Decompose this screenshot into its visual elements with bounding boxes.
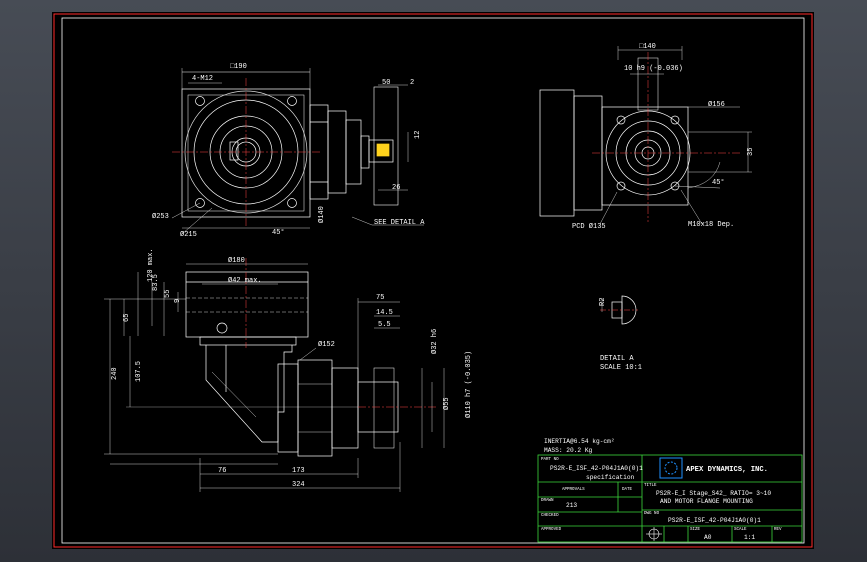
motor-side-view bbox=[539, 46, 752, 225]
dim-d55b: 5.5 bbox=[378, 321, 391, 329]
dim-d35: 35 bbox=[747, 148, 755, 156]
dim-pcd: PCD Ø135 bbox=[572, 222, 606, 231]
part-no: PS2R-E_ISF_42-P04J1A0(0)1 bbox=[550, 465, 643, 472]
rev-label: REV bbox=[774, 528, 782, 532]
dim-d156: Ø156 bbox=[708, 100, 725, 109]
size-label: SIZE bbox=[690, 528, 701, 532]
dim-d42: Ø42 max. bbox=[228, 276, 262, 285]
detail-a bbox=[600, 295, 638, 325]
dim-d26: 26 bbox=[392, 184, 400, 192]
dwg-no-label: DWG NO bbox=[644, 512, 660, 516]
dim-d65: 65 bbox=[123, 314, 131, 322]
dim-d240: 240 bbox=[111, 367, 119, 380]
dim-d2: 2 bbox=[410, 79, 414, 87]
dim-d9: 9 bbox=[174, 299, 182, 303]
dim-d215: Ø215 bbox=[180, 230, 197, 239]
dim-d83: 83.5 bbox=[152, 274, 160, 291]
scale-label: SCALE bbox=[734, 528, 747, 532]
dim-see-detail: SEE DETAIL A bbox=[374, 219, 425, 227]
dim-d55c: Ø55 bbox=[442, 397, 451, 410]
date-label: DATE bbox=[622, 488, 633, 492]
inertia-note: INERTIA@6.54 kg-cm² bbox=[544, 438, 615, 445]
dim-d110: Ø110 h7 (-0.035) bbox=[464, 351, 473, 418]
drawing-sheet: □190 4-M12 Ø253 Ø215 45° Ø140 SEE DETAIL… bbox=[52, 12, 814, 549]
dim-d324: 324 bbox=[292, 481, 305, 489]
inner-border bbox=[61, 17, 805, 544]
dim-d173: 173 bbox=[292, 467, 305, 475]
dim-d140: Ø140 bbox=[317, 206, 326, 223]
dim-d253: Ø253 bbox=[152, 212, 169, 221]
dim-d120: 120 max. bbox=[147, 248, 155, 282]
dim-d145: 14.5 bbox=[376, 309, 393, 317]
dim-d180: Ø180 bbox=[228, 256, 245, 265]
projection-symbol bbox=[646, 527, 662, 541]
specification: specification bbox=[586, 474, 635, 481]
dim-d55: 55 bbox=[164, 290, 172, 298]
size-value: A0 bbox=[704, 534, 712, 541]
drawn-label: DRAWN bbox=[541, 499, 554, 503]
title-label: TITLE bbox=[644, 484, 657, 488]
detail-scale: SCALE 10:1 bbox=[600, 364, 642, 372]
approved-label: APPROVED bbox=[541, 528, 562, 532]
dim-d45b: 45° bbox=[712, 178, 725, 187]
dim-m10: M10x18 Dep. bbox=[688, 221, 734, 229]
title-line1: PS2R-E_I Stage_S42_ RATIO= 3~10 bbox=[656, 490, 771, 497]
dim-sq140: □140 bbox=[639, 43, 656, 51]
checked-label: CHECKED bbox=[541, 514, 559, 518]
detail-title: DETAIL A bbox=[600, 355, 634, 363]
part-no-label: PART NO bbox=[541, 458, 559, 462]
dim-d45: 45° bbox=[272, 228, 285, 237]
cad-drawing: □190 4-M12 Ø253 Ø215 45° Ø140 SEE DETAIL… bbox=[53, 13, 813, 548]
section-view bbox=[104, 258, 445, 492]
front-view bbox=[171, 68, 424, 235]
title-block bbox=[537, 454, 803, 543]
dim-d76: 76 bbox=[218, 467, 226, 475]
dim-d32: Ø32 h6 bbox=[430, 329, 439, 354]
dim-d10h9: 10 h9 (-0.036) bbox=[624, 65, 683, 73]
company-name: APEX DYNAMICS, INC. bbox=[686, 466, 768, 474]
dim-d12: 12 bbox=[414, 131, 422, 139]
dim-sq190: □190 bbox=[230, 63, 247, 71]
scale-value: 1:1 bbox=[744, 534, 755, 541]
dwg-no: PS2R-E_ISF_42-P04J1A0(0)1 bbox=[668, 517, 761, 524]
title-line2: AND MOTOR FLANGE MOUNTING bbox=[660, 498, 753, 505]
dim-d1075: 107.5 bbox=[135, 361, 143, 382]
drawn-value: 213 bbox=[566, 502, 577, 509]
mass-note: MASS: 20.2 Kg bbox=[544, 447, 593, 454]
dim-m12: 4-M12 bbox=[192, 75, 213, 83]
approvals-label: APPROVALS bbox=[562, 488, 585, 492]
outer-border bbox=[53, 13, 813, 548]
dim-d152: Ø152 bbox=[318, 340, 335, 349]
apex-logo bbox=[659, 457, 683, 479]
detail-radius: R2 bbox=[599, 298, 607, 306]
dim-d75: 75 bbox=[376, 294, 384, 302]
dim-d50: 50 bbox=[382, 79, 390, 87]
